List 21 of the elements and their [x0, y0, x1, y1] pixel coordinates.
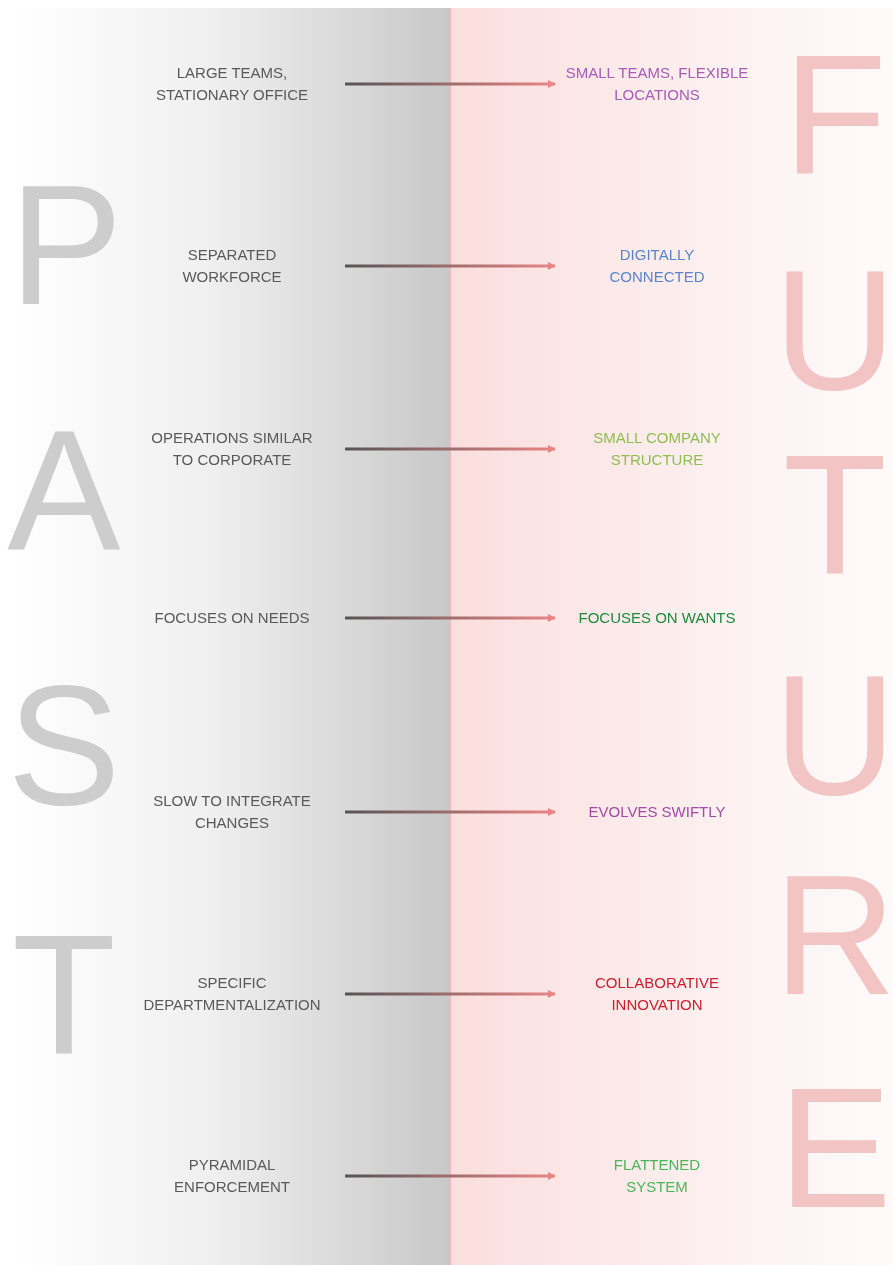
item-text: SMALL COMPANY STRUCTURE: [592, 428, 722, 470]
item-text: OPERATIONS SIMILAR TO CORPORATE: [150, 428, 314, 470]
item-text: FOCUSES ON WANTS: [578, 608, 736, 628]
item-text: SMALL TEAMS, FLEXIBLE LOCATIONS: [564, 63, 750, 105]
arrow: [345, 990, 556, 998]
item-text: SEPARATED WORKFORCE: [181, 245, 283, 287]
item-text: PYRAMIDAL ENFORCEMENT: [173, 1155, 291, 1197]
item-text: SPECIFIC DEPARTMENTALIZATION: [142, 973, 322, 1015]
item-text: FOCUSES ON NEEDS: [154, 608, 310, 628]
arrow: [345, 262, 556, 270]
item-text: FLATTENED SYSTEM: [612, 1155, 702, 1197]
item-text: EVOLVES SWIFTLY: [588, 802, 726, 822]
item-text: LARGE TEAMS, STATIONARY OFFICE: [154, 63, 310, 105]
arrow: [345, 445, 556, 453]
arrow: [345, 80, 556, 88]
arrow: [345, 614, 556, 622]
item-text: COLLABORATIVE INNOVATION: [594, 973, 720, 1015]
item-text: DIGITALLY CONNECTED: [608, 245, 706, 287]
arrow: [345, 808, 556, 816]
arrow: [345, 1172, 556, 1180]
item-text: SLOW TO INTEGRATE CHANGES: [152, 791, 312, 833]
